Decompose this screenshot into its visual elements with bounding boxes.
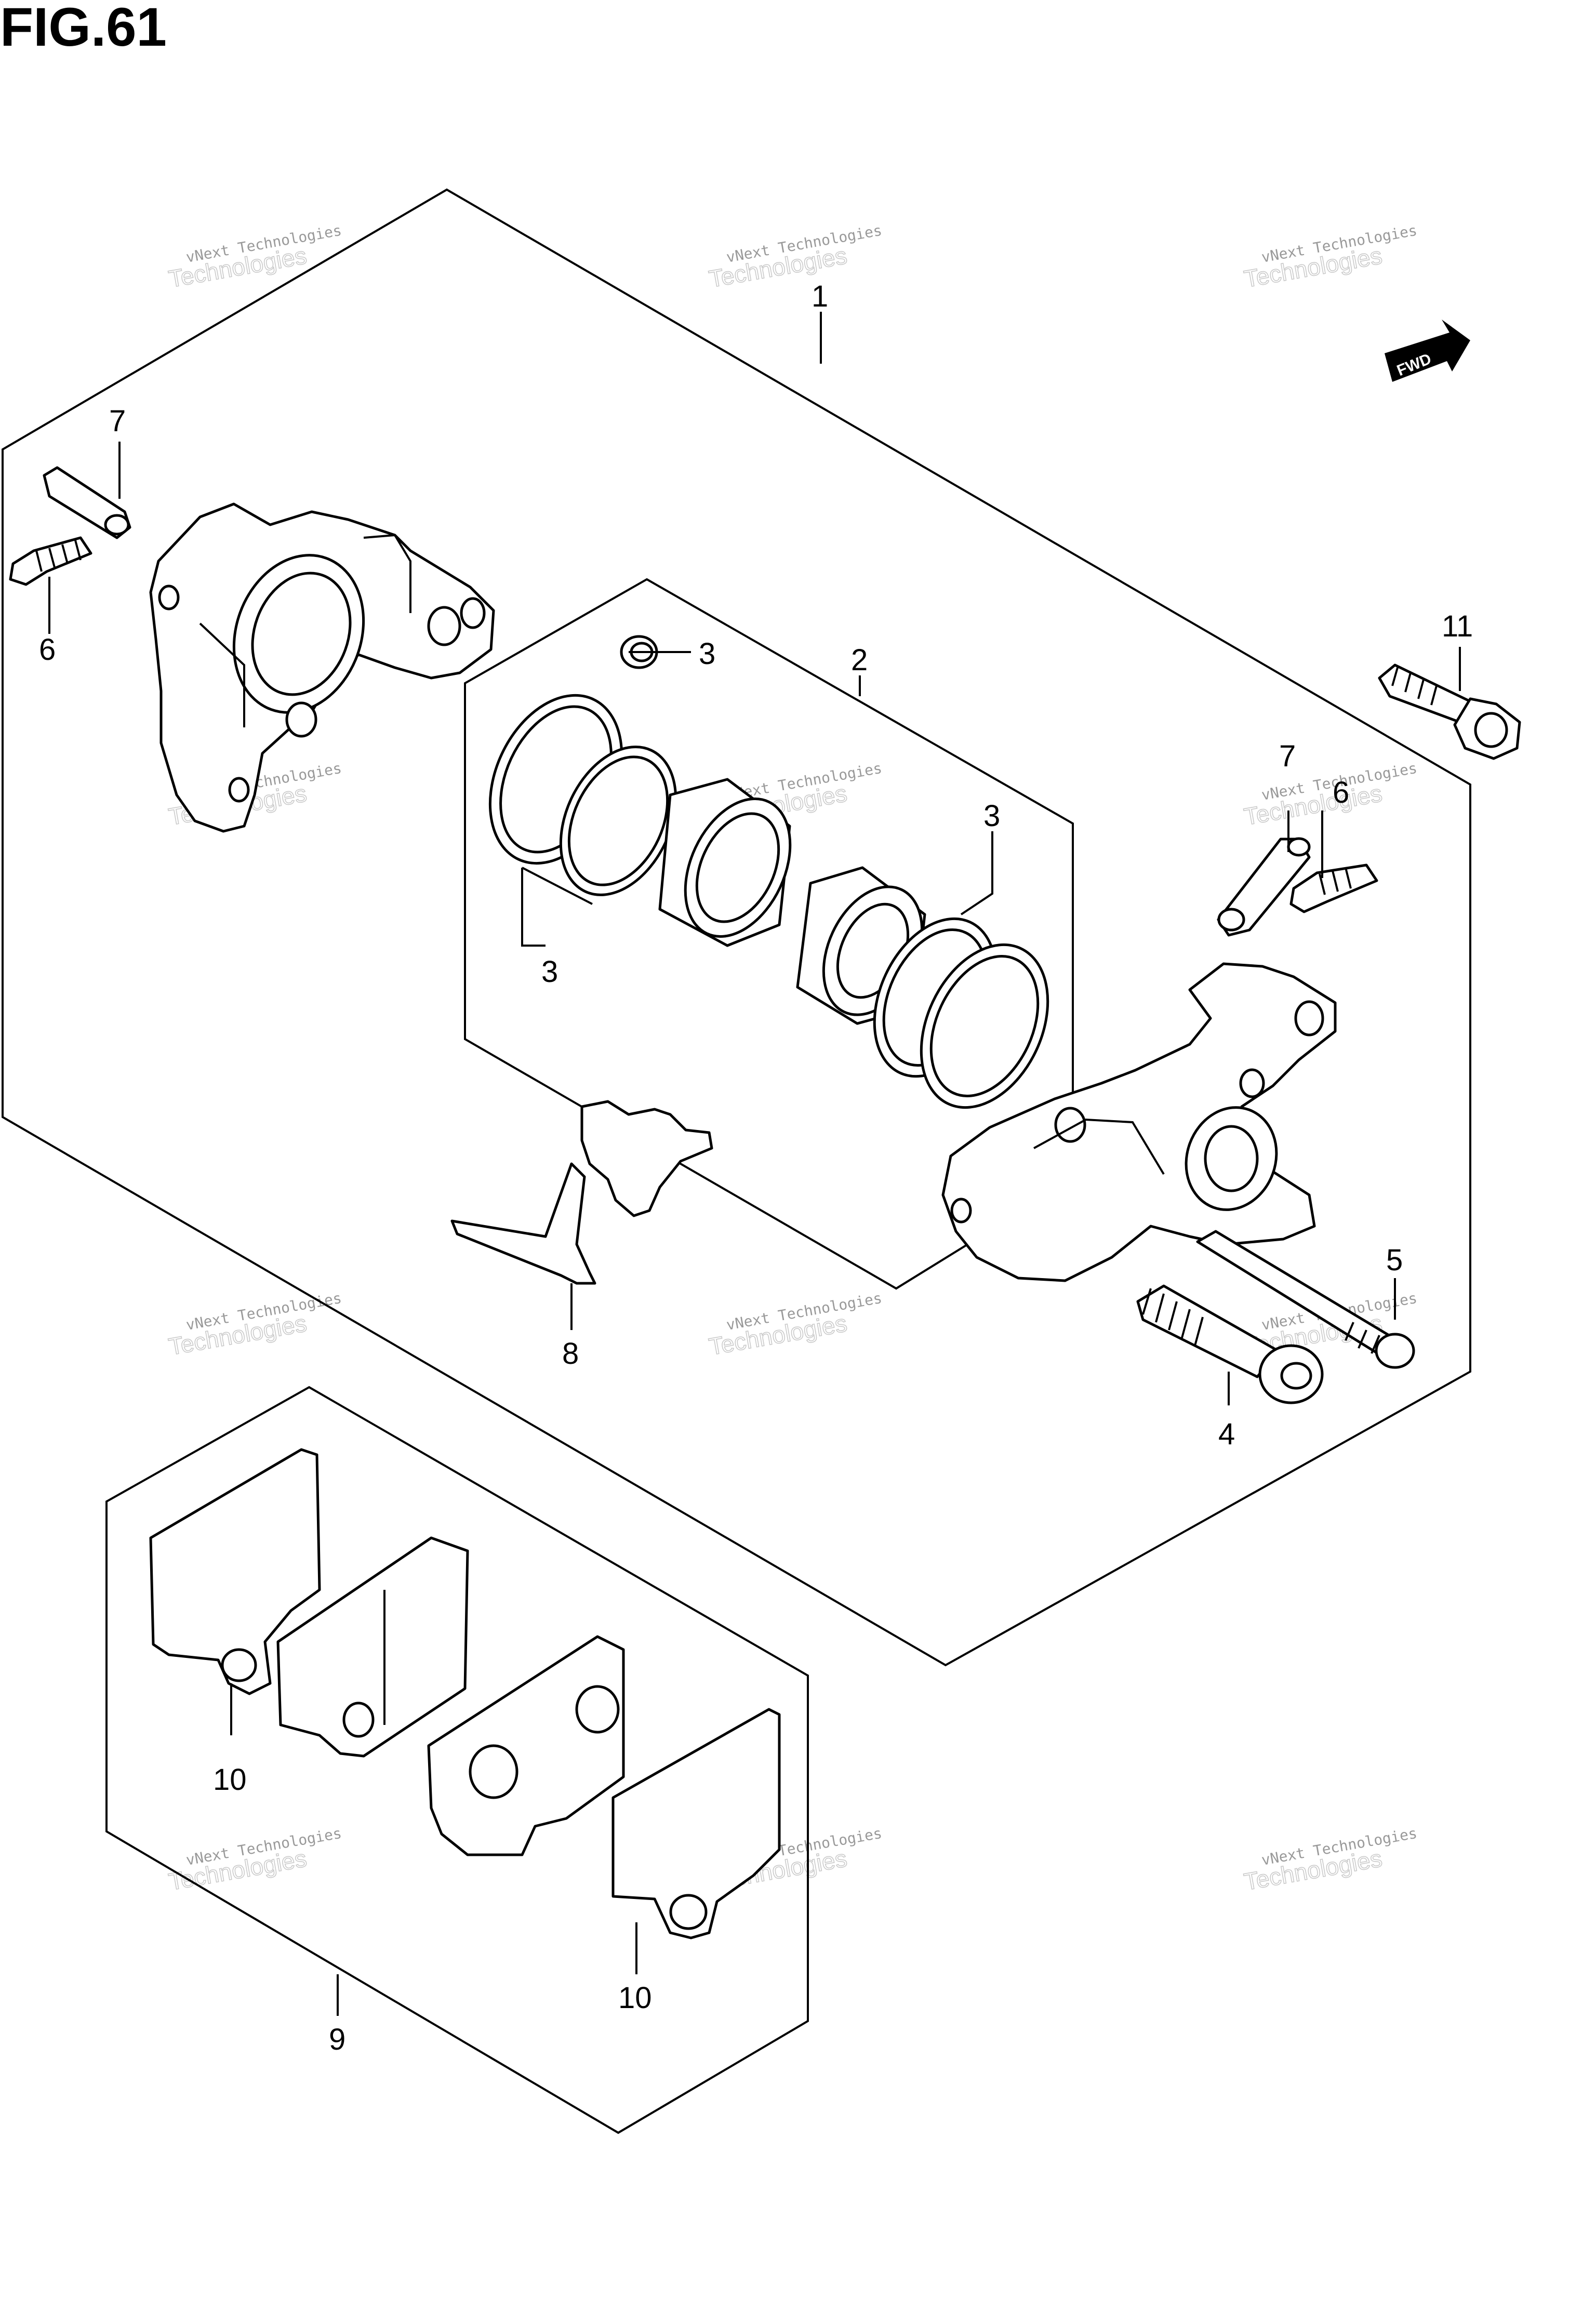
caliper-bolt: [1378, 663, 1521, 760]
watermark: vNext Technologies Technologies: [1242, 760, 1418, 831]
brake-pad-1: [276, 1536, 469, 1758]
fwd-arrow-icon: FWD: [1385, 320, 1470, 382]
callout-7b: 7: [1279, 739, 1296, 773]
bleeder-valve-left: [9, 536, 92, 586]
callout-7a: 7: [109, 404, 126, 438]
watermark: vNext Technologies Technologies: [166, 1290, 343, 1361]
callout-11: 11: [1442, 609, 1473, 643]
mounting-bolt: [1136, 1284, 1324, 1404]
pad-spring: [450, 1100, 713, 1285]
pad-pin: [1196, 1230, 1415, 1369]
bleeder-cap-right: [1217, 837, 1311, 937]
pad-shim-2: [611, 1708, 781, 1939]
caliper-assembly-box: [1, 188, 1471, 1667]
callout-9: 9: [329, 2023, 345, 2056]
callout-4: 4: [1218, 1417, 1235, 1451]
brake-pad-set-box: [105, 1386, 809, 2134]
watermark: vNext Technologies Technologies: [166, 1825, 343, 1896]
caliper-half-left: [149, 502, 495, 833]
watermark: vNext Technologies Technologies: [707, 1290, 883, 1361]
figure-title: FIG.61: [0, 0, 167, 58]
callout-1: 1: [812, 280, 828, 313]
callouts: 1 2 3 3 3 4 5 6 6 7 7 8 9 10 10 11: [39, 280, 1473, 2056]
brake-pad-2: [427, 1635, 625, 1856]
watermark: vNext Technologies Technologies: [1242, 222, 1418, 293]
pad-shim-1: [149, 1448, 321, 1695]
callout-10a: 10: [213, 1763, 247, 1797]
watermark: vNext Technologies Technologies: [1242, 1825, 1418, 1896]
callout-3b: 3: [541, 955, 558, 989]
piston-set-box: [464, 578, 1074, 1290]
watermark: vNext Technologies Technologies: [707, 222, 883, 293]
callout-8: 8: [562, 1337, 579, 1371]
callout-6b: 6: [1333, 776, 1349, 809]
callout-3a: 3: [699, 637, 715, 671]
piston-1: [658, 778, 792, 947]
callout-10b: 10: [618, 1981, 652, 2015]
leader-lines: [48, 312, 1461, 2016]
seal-ring-4: [920, 943, 1049, 1109]
callout-2: 2: [851, 643, 868, 677]
watermark: vNext Technologies Technologies: [166, 222, 343, 293]
callout-6a: 6: [39, 633, 56, 667]
callout-3c: 3: [983, 799, 1000, 833]
seal-ring-2: [559, 746, 677, 896]
caliper-half-right: [941, 962, 1337, 1282]
callout-5: 5: [1386, 1243, 1403, 1277]
bleeder-valve-right: [1289, 863, 1378, 913]
bleeder-cap-left: [43, 466, 131, 539]
